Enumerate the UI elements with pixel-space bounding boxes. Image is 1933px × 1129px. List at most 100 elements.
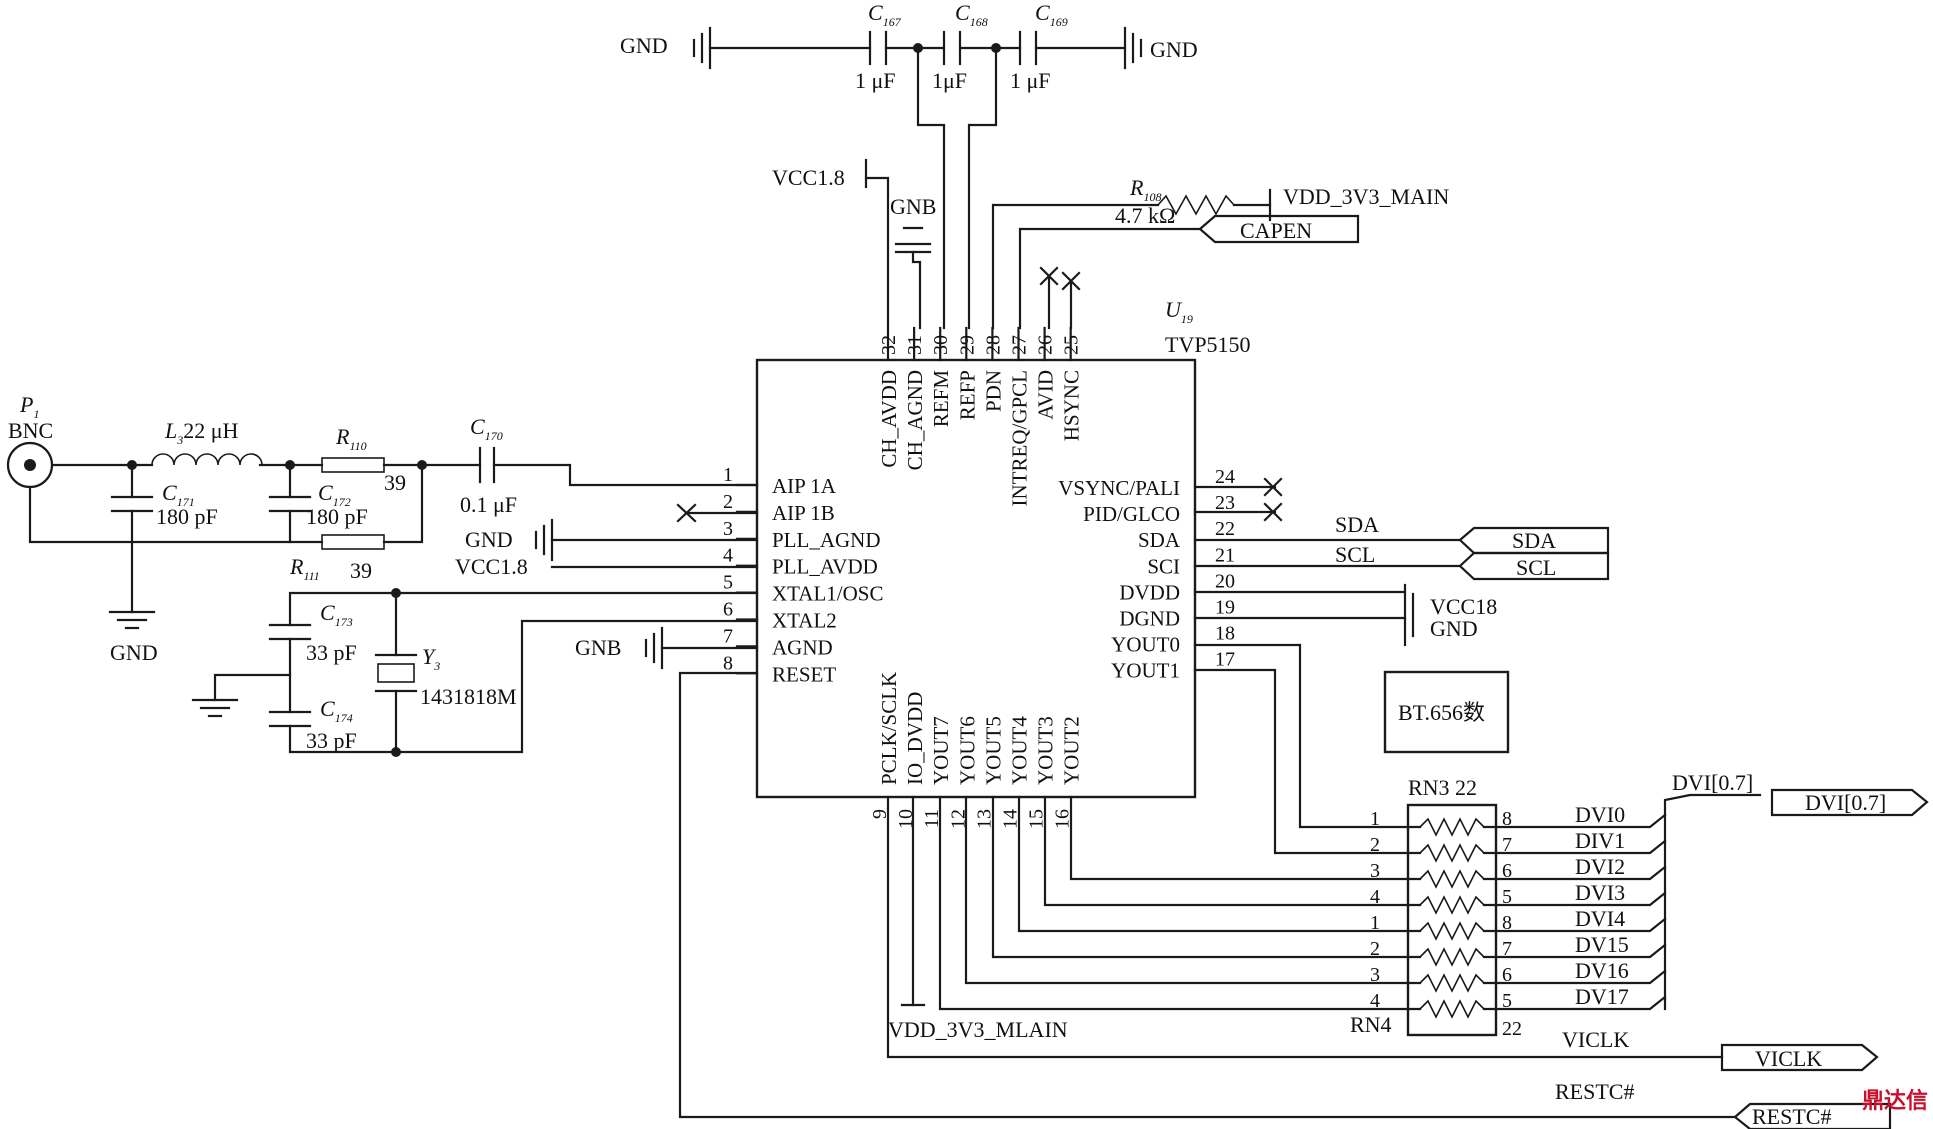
sda-port <box>1458 526 1610 555</box>
pin-name-28: PDN <box>981 370 1005 412</box>
capen-port <box>1198 214 1360 244</box>
y3-value: 1431818M <box>420 684 517 709</box>
gnd-right-label: GND <box>1150 37 1198 62</box>
capen-label: CAPEN <box>1240 218 1312 243</box>
rn-resistor-2 <box>1419 869 1485 889</box>
rn-left-pin-1: 2 <box>1370 834 1380 856</box>
c173-value: 33 pF <box>306 640 357 665</box>
pin-number-12: 12 <box>947 809 969 829</box>
agnd-reset: GNB <box>575 626 1737 1119</box>
inductor-l3 <box>151 453 263 466</box>
pin-number-29: 29 <box>956 335 978 355</box>
pin-name-20: DVDD <box>1119 580 1180 604</box>
r111-value: 39 <box>350 558 372 583</box>
c174-value: 33 pF <box>306 728 357 753</box>
rn-resistor-7 <box>1419 999 1485 1019</box>
pin-number-17: 17 <box>1215 649 1235 671</box>
rn-feed-2 <box>1069 795 1422 881</box>
pin-number-20: 20 <box>1215 570 1235 592</box>
pin-name-3: PLL_AGND <box>772 528 881 552</box>
rn-left-pin-4: 1 <box>1370 912 1380 934</box>
top-capacitor-bank: GND GND C167 C168 C169 1 μF 1μF 1 μF <box>620 0 1198 330</box>
restc-port-label: RESTC# <box>1752 1104 1831 1129</box>
vcc18-right-label: VCC18 <box>1430 594 1497 619</box>
c174-ref: C174 <box>320 696 353 725</box>
pin-number-4: 4 <box>723 545 733 567</box>
pin-name-26: AVID <box>1034 370 1058 420</box>
pin-name-4: PLL_AVDD <box>772 555 878 579</box>
gnb-top-label: GNB <box>890 194 936 219</box>
rn-left-pin-0: 1 <box>1370 808 1380 830</box>
pin-name-30: REFM <box>929 370 953 428</box>
p1-type: BNC <box>8 418 53 443</box>
agnd-gnb-label: GNB <box>575 635 621 660</box>
resistor-r110 <box>321 457 385 473</box>
pin-name-13: YOUT5 <box>981 716 1005 785</box>
dvi-net-1: DIV1 <box>1575 828 1625 853</box>
rn-resistor-0 <box>1419 817 1485 837</box>
sda-net-label: SDA <box>1335 512 1379 537</box>
rn-feed-6 <box>964 795 1422 985</box>
scl-port-label: SCL <box>1516 555 1556 580</box>
right-nets: SDA SCL SDA SCL VCC18 GND BT.656数 <box>1193 477 1610 855</box>
pin-number-9: 9 <box>869 809 891 819</box>
pll-gnd-label: GND <box>465 527 513 552</box>
c168-value: 1μF <box>932 68 967 93</box>
pin-name-17: YOUT1 <box>1111 659 1180 683</box>
pin-name-2: AIP 1B <box>772 501 835 525</box>
pin-number-10: 10 <box>895 809 917 829</box>
rn-right-pin-4: 8 <box>1502 912 1512 934</box>
dvi-net-0: DVI0 <box>1575 802 1625 827</box>
dvi-net-7: DV17 <box>1575 984 1629 1009</box>
pin-name-8: RESET <box>772 662 836 686</box>
pin-name-23: PID/GLCO <box>1083 502 1180 526</box>
viclk-label: VICLK <box>1562 1027 1629 1052</box>
r108-value: 4.7 kΩ <box>1115 203 1175 228</box>
pin-number-7: 7 <box>723 625 733 647</box>
c170-value: 0.1 μF <box>460 492 517 517</box>
pin-name-12: YOUT6 <box>955 716 979 785</box>
pin-name-7: AGND <box>772 635 833 659</box>
rn-body <box>1406 803 1498 1037</box>
rn4-value: 22 <box>1502 1018 1522 1040</box>
pin-name-18: YOUT0 <box>1111 633 1180 657</box>
restc-label: RESTC# <box>1555 1079 1634 1104</box>
rn-resistor-5 <box>1419 947 1485 967</box>
rn-bus-tap-5 <box>1482 943 1667 959</box>
bt656-box <box>1383 670 1510 754</box>
pin-name-21: SCI <box>1147 554 1180 578</box>
rn-resistor-3 <box>1419 895 1485 915</box>
pin-number-2: 2 <box>723 491 733 513</box>
dvi-net-5: DV15 <box>1575 932 1629 957</box>
rn-bus-tap-7 <box>1482 995 1667 1011</box>
bus-label: DVI[0.7] <box>1672 770 1753 795</box>
bt656-label: BT.656数 <box>1398 700 1485 725</box>
rn-feed-7 <box>938 795 1422 1011</box>
rn3-label: RN3 22 <box>1408 775 1477 800</box>
viclk-port <box>1720 1043 1879 1072</box>
sda-port-label: SDA <box>1512 528 1556 553</box>
rn-resistor-6 <box>1419 973 1485 993</box>
watermark: 鼎达信 <box>1862 1088 1928 1114</box>
pin-name-22: SDA <box>1138 528 1181 552</box>
dvi-port-label: DVI[0.7] <box>1805 790 1886 815</box>
gnd-right-net-label: GND <box>1430 616 1478 641</box>
crystal-y3 <box>377 663 415 683</box>
rn-bus-tap-1 <box>1482 839 1667 855</box>
pin-number-31: 31 <box>904 335 926 355</box>
resistor-networks: RN3 22 RN4 22 <box>1350 775 1522 1040</box>
ic-part: TVP5150 <box>1165 332 1251 357</box>
c170-ref: C170 <box>470 414 503 443</box>
r110-ref: R110 <box>335 424 367 453</box>
rn-feed-5 <box>991 795 1422 959</box>
pin-name-9: PCLK/SCLK <box>877 672 901 785</box>
pin-number-27: 27 <box>1009 335 1031 355</box>
rn-bus-tap-3 <box>1482 891 1667 907</box>
bottom-nets: VICLK VICLK VDD_3V3_MLAIN RESTC# RESTC# … <box>886 770 1929 1129</box>
c173-ref: C173 <box>320 600 353 629</box>
vdd-main-label: VDD_3V3_MAIN <box>1283 184 1449 209</box>
pin-number-16: 16 <box>1052 809 1074 829</box>
